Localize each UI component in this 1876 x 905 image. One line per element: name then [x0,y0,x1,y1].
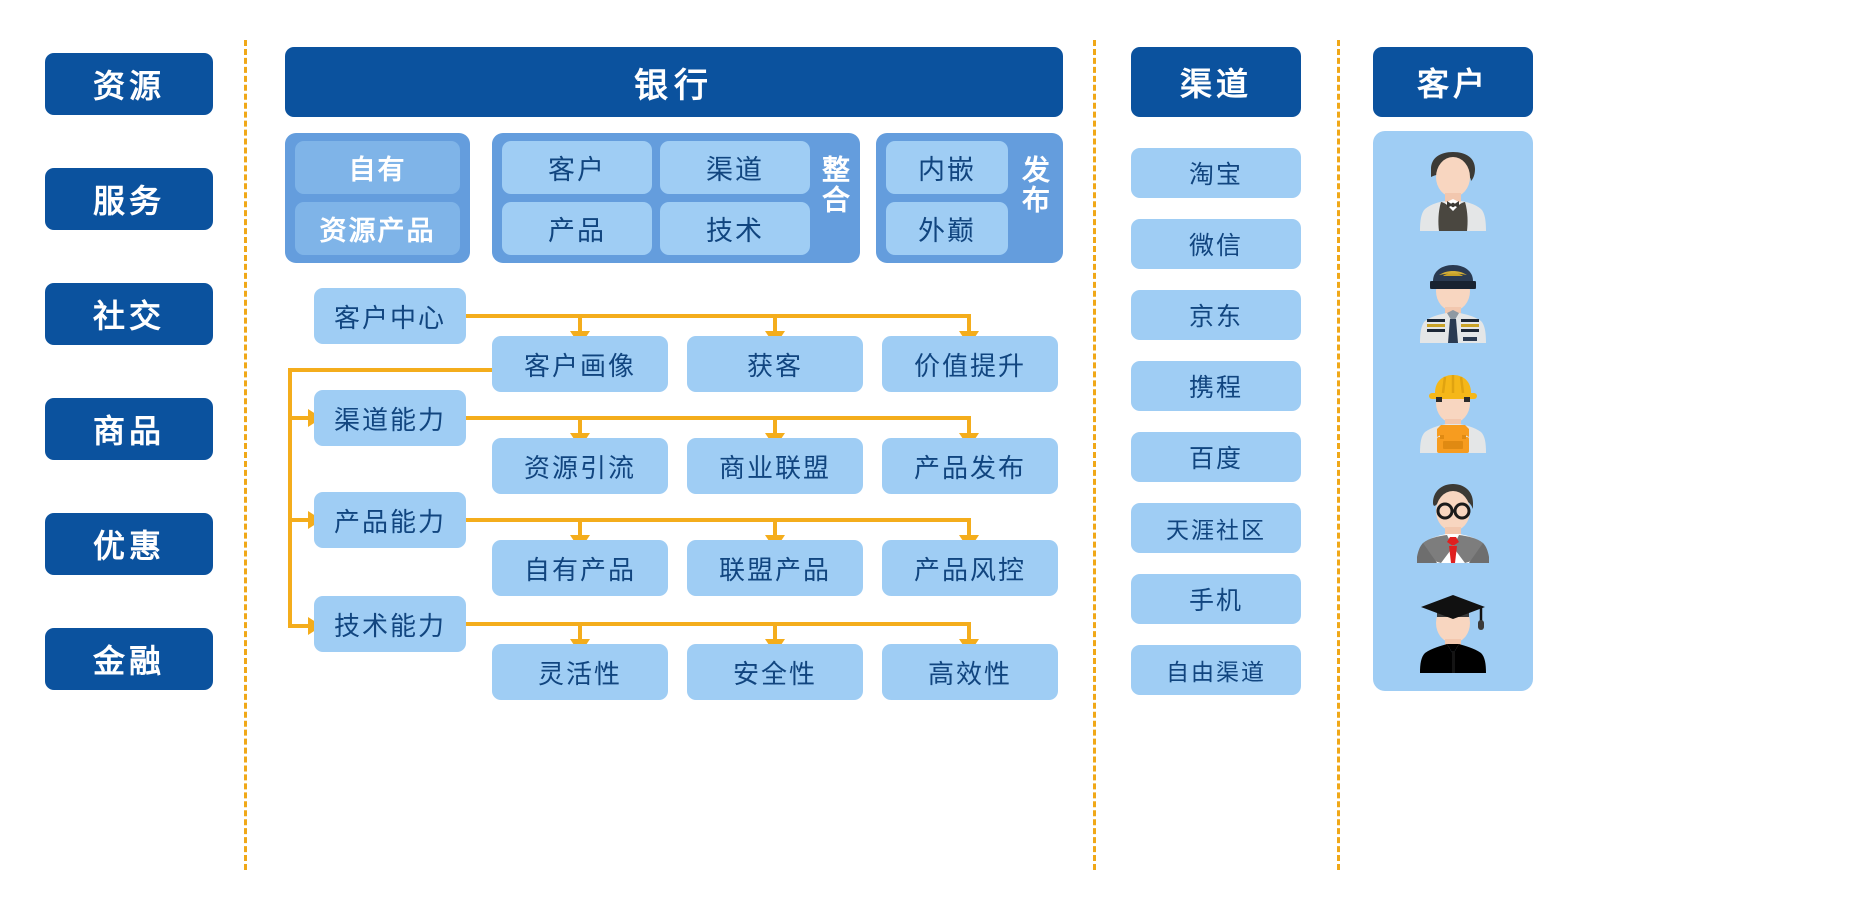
bank-title: 银行 [285,47,1063,117]
flow-feed-product [288,518,310,522]
flow-output-acquire-customer[interactable]: 获客 [687,336,863,392]
category-item-social[interactable]: 社交 [45,283,213,345]
own-item-resource-product[interactable]: 资源产品 [295,202,460,255]
channel-item-baidu[interactable]: 百度 [1131,432,1301,482]
construction-worker-avatar [1373,369,1533,461]
flow-driver-channel-capability[interactable]: 渠道能力 [314,390,466,446]
flow-driver-product-capability[interactable]: 产品能力 [314,492,466,548]
flow-row3-drop-2 [773,518,777,540]
flow-row1-bus [466,314,971,318]
channel-item-free[interactable]: 自由渠道 [1131,645,1301,695]
flow-output-own-product[interactable]: 自有产品 [492,540,668,596]
customer-title: 客户 [1373,47,1533,117]
flow-feed-technology [288,624,310,628]
flow-trunk-top-line [288,368,496,372]
flow-row4-drop-1 [578,622,582,644]
publish-item-embedded[interactable]: 内嵌 [886,141,1008,194]
flow-row1-drop-2 [773,314,777,336]
flow-driver-technology-capability[interactable]: 技术能力 [314,596,466,652]
flow-output-security[interactable]: 安全性 [687,644,863,700]
customer-card [1373,131,1533,691]
divider-right [1337,40,1340,870]
flow-output-product-release[interactable]: 产品发布 [882,438,1058,494]
flow-row4-drop-3 [967,622,971,644]
integrate-item-product[interactable]: 产品 [502,202,652,255]
flow-output-flexibility[interactable]: 灵活性 [492,644,668,700]
flow-trunk-line [288,368,292,626]
own-resource-group: 自有 资源产品 [285,133,470,263]
pilot-avatar [1373,259,1533,351]
flow-row4-drop-2 [773,622,777,644]
integrate-group-label: 整合 [819,155,850,215]
publish-group-label: 发布 [1019,155,1050,215]
flow-row2-drop-2 [773,416,777,438]
divider-left [244,40,247,870]
divider-mid [1093,40,1096,870]
own-item-self[interactable]: 自有 [295,141,460,194]
channel-item-wechat[interactable]: 微信 [1131,219,1301,269]
flow-row3-bus [466,518,971,522]
flow-row3-drop-3 [967,518,971,540]
channel-title: 渠道 [1131,47,1301,117]
flow-output-resource-traffic[interactable]: 资源引流 [492,438,668,494]
channel-item-mobile[interactable]: 手机 [1131,574,1301,624]
graduate-avatar [1373,589,1533,681]
flow-row3-drop-1 [578,518,582,540]
category-item-goods[interactable]: 商品 [45,398,213,460]
flow-row4-bus [466,622,971,626]
integrate-group: 客户 渠道 产品 技术 整合 [492,133,860,263]
flow-output-value-uplift[interactable]: 价值提升 [882,336,1058,392]
channel-item-taobao[interactable]: 淘宝 [1131,148,1301,198]
integrate-item-customer[interactable]: 客户 [502,141,652,194]
channel-item-tianya[interactable]: 天涯社区 [1131,503,1301,553]
businessman-avatar [1373,479,1533,571]
waiter-avatar [1373,149,1533,241]
integrate-item-technology[interactable]: 技术 [660,202,810,255]
publish-item-external[interactable]: 外巅 [886,202,1008,255]
channel-item-ctrip[interactable]: 携程 [1131,361,1301,411]
flow-feed-channel [288,416,310,420]
flow-output-customer-profile[interactable]: 客户画像 [492,336,668,392]
flow-driver-customer-center[interactable]: 客户中心 [314,288,466,344]
integrate-item-channel[interactable]: 渠道 [660,141,810,194]
flow-output-efficiency[interactable]: 高效性 [882,644,1058,700]
flow-row2-drop-3 [967,416,971,438]
publish-group: 内嵌 外巅 发布 [876,133,1063,263]
flow-output-product-risk-control[interactable]: 产品风控 [882,540,1058,596]
channel-item-jd[interactable]: 京东 [1131,290,1301,340]
flow-row1-drop-1 [578,314,582,336]
category-item-service[interactable]: 服务 [45,168,213,230]
flow-output-alliance-product[interactable]: 联盟产品 [687,540,863,596]
category-item-finance[interactable]: 金融 [45,628,213,690]
flow-row1-drop-3 [967,314,971,336]
category-item-discount[interactable]: 优惠 [45,513,213,575]
flow-row2-drop-1 [578,416,582,438]
flow-row2-bus [466,416,971,420]
category-item-resource[interactable]: 资源 [45,53,213,115]
flow-output-business-alliance[interactable]: 商业联盟 [687,438,863,494]
